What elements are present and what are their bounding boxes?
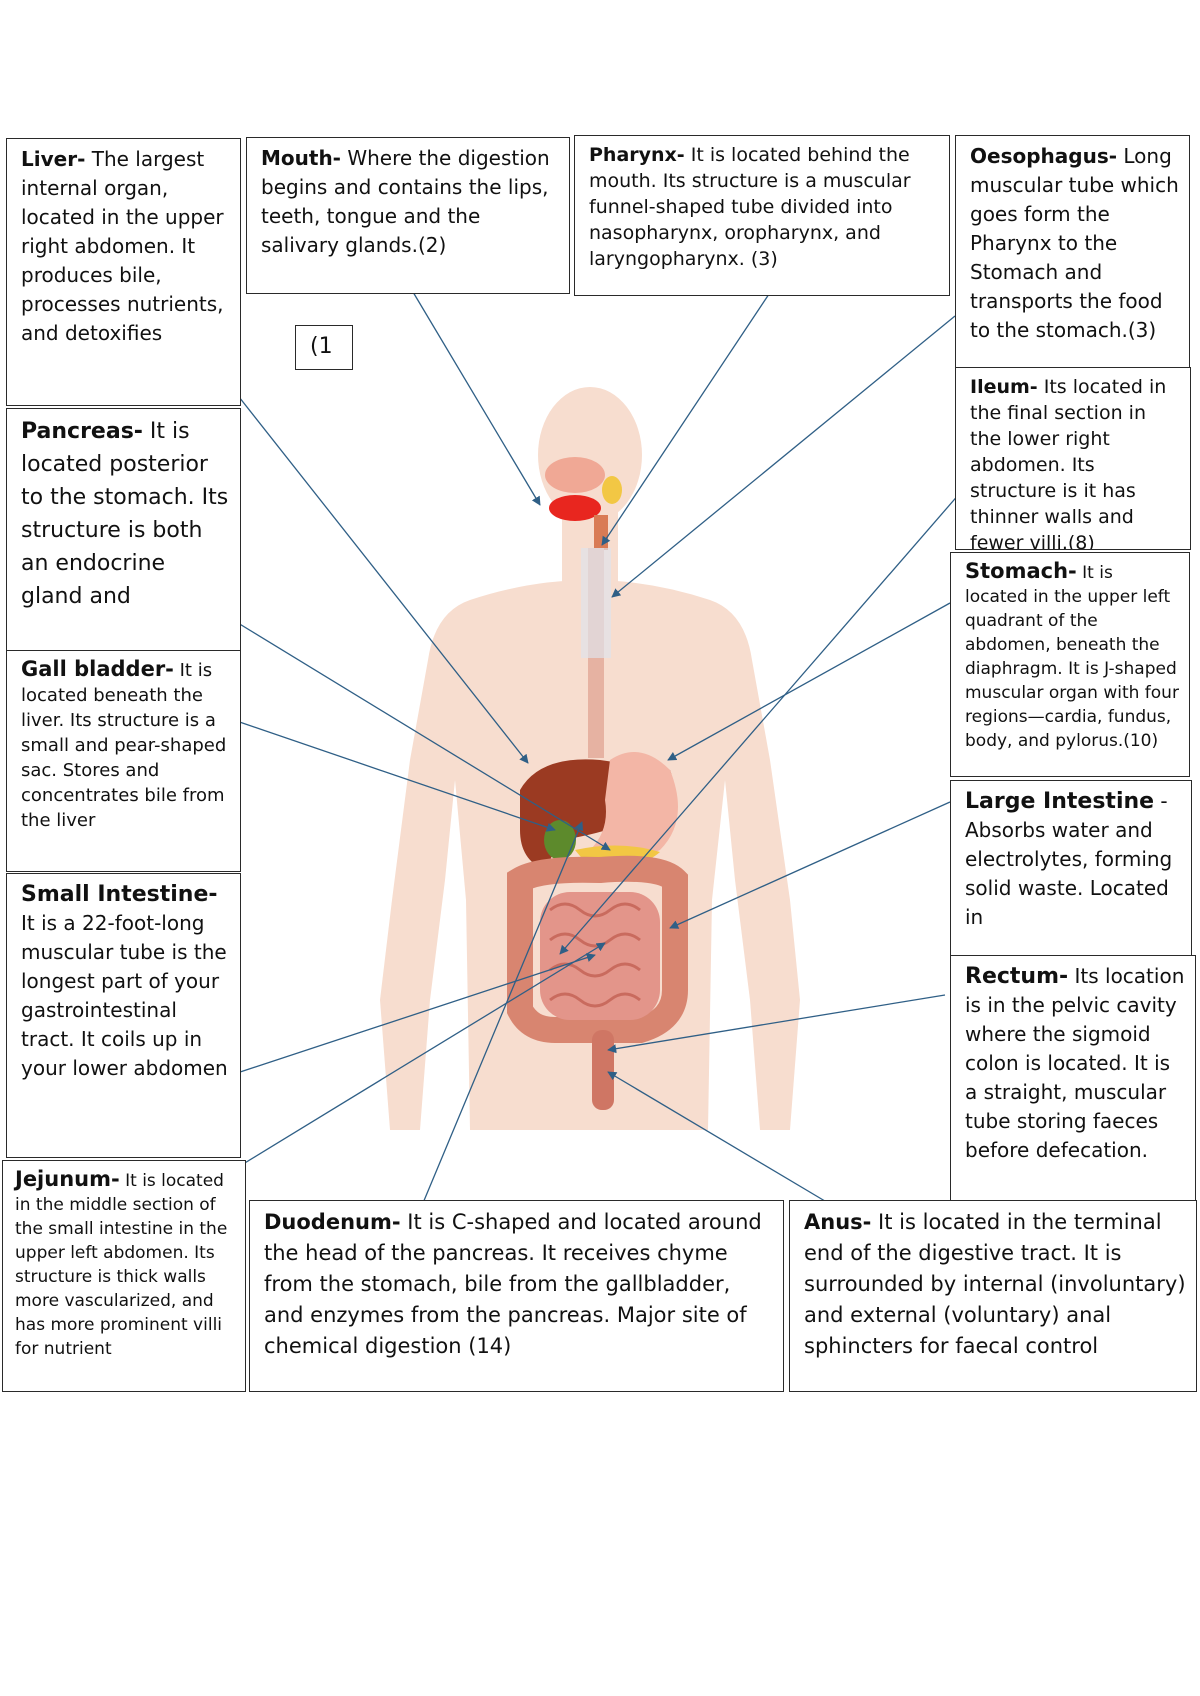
ileum-text: Its located in the final section in the … — [970, 376, 1167, 550]
liver-label-box: Liver- The largest internal organ, locat… — [6, 138, 241, 406]
oesophagus-title: Oesophagus- — [970, 144, 1118, 168]
mouth-title: Mouth- — [261, 146, 341, 170]
anus-label-box: Anus- It is located in the terminal end … — [789, 1200, 1197, 1392]
large-intestine-title: Large Intestine — [965, 789, 1155, 814]
oesophagus-text: Long muscular tube which goes form the P… — [970, 144, 1179, 342]
pharynx-label-box: Pharynx- It is located behind the mouth.… — [574, 135, 950, 296]
pharynx-text: It is located behind the mouth. Its stru… — [589, 144, 911, 270]
liver-text: The largest internal organ, located in t… — [21, 147, 224, 345]
ileum-title: Ileum- — [970, 376, 1038, 398]
stomach-text: It is located in the upper left quadrant… — [965, 563, 1179, 751]
pancreas-title: Pancreas- — [21, 419, 143, 444]
anus-title: Anus- — [804, 1210, 872, 1234]
stomach-title: Stomach- — [965, 559, 1077, 583]
gall-bladder-title: Gall bladder- — [21, 657, 174, 681]
jejunum-text: It is located in the middle section of t… — [15, 1171, 228, 1359]
duodenum-label-box: Duodenum- It is C-shaped and located aro… — [249, 1200, 784, 1392]
rectum-label-box: Rectum- Its location is in the pelvic ca… — [950, 955, 1196, 1205]
oesophagus-shape — [581, 548, 611, 758]
duodenum-title: Duodenum- — [264, 1210, 401, 1234]
pancreas-label-box: Pancreas- It is located posterior to the… — [6, 408, 241, 653]
large-intestine-text: -Absorbs water and electrolytes, forming… — [965, 789, 1173, 929]
rectum-title: Rectum- — [965, 964, 1069, 989]
rectum-text: Its location is in the pelvic cavity whe… — [965, 964, 1185, 1162]
small-intestine-title: Small Intestine- — [21, 882, 218, 907]
gall-bladder-text: It is located beneath the liver. Its str… — [21, 660, 227, 831]
oesophagus-label-box: Oesophagus- Long muscular tube which goe… — [955, 135, 1190, 368]
pharynx-title: Pharynx- — [589, 144, 685, 166]
liver-title: Liver- — [21, 147, 86, 171]
small-intestine-shape — [540, 892, 660, 1020]
small-intestine-text: It is a 22-foot-long muscular tube is th… — [21, 911, 228, 1080]
large-intestine-label-box: Large Intestine -Absorbs water and elect… — [950, 780, 1192, 957]
large-intestine-shape — [507, 855, 688, 1043]
gall-bladder-label-box: Gall bladder- It is located beneath the … — [6, 650, 241, 872]
small-intestine-label-box: Small Intestine- It is a 22-foot-long mus… — [6, 873, 241, 1158]
anus-text: It is located in the terminal end of the… — [804, 1210, 1186, 1358]
duodenum-text: It is C-shaped and located around the he… — [264, 1210, 762, 1358]
leader-lines — [224, 269, 961, 1216]
mouth-label-box: Mouth- Where the digestion begins and co… — [246, 137, 570, 294]
stomach-shape — [590, 752, 678, 860]
jejunum-label-box: Jejunum- It is located in the middle sec… — [2, 1160, 246, 1392]
rectum-shape — [592, 1030, 614, 1110]
ileum-label-box: Ileum- Its located in the final section … — [955, 367, 1191, 550]
pancreas-text: It is located posterior to the stomach. … — [21, 419, 229, 609]
jejunum-title: Jejunum- — [15, 1167, 120, 1191]
reference-number-box: (1 — [295, 325, 353, 370]
stomach-label-box: Stomach- It is located in the upper left… — [950, 552, 1190, 777]
mouth-text: Where the digestion begins and contains … — [261, 146, 550, 257]
